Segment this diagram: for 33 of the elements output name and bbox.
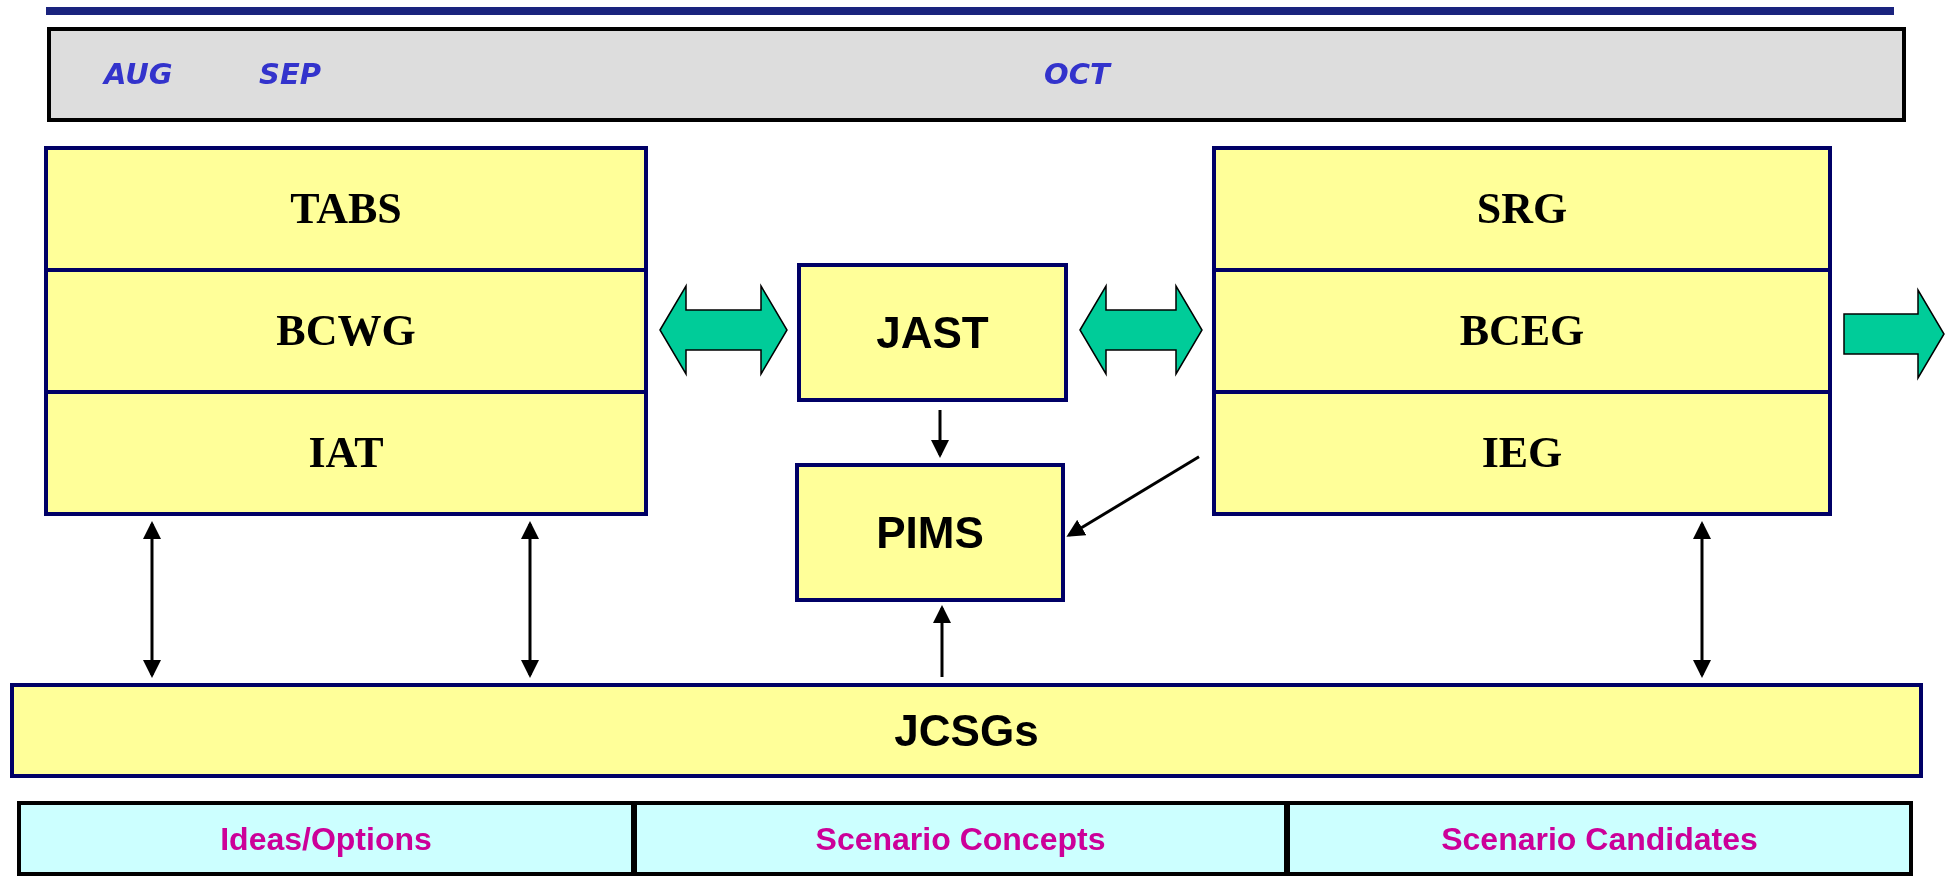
timeline-band	[47, 27, 1906, 122]
month-label: SEP	[259, 56, 321, 93]
month-label: AUG	[104, 56, 173, 93]
phase-cell	[1286, 801, 1913, 876]
phase-label: Scenario Candidates	[1441, 819, 1758, 859]
block-arrow	[659, 283, 788, 377]
block-arrow	[1843, 287, 1945, 381]
arrow	[143, 521, 161, 678]
stage-label: IAT	[308, 427, 384, 479]
group-box	[1212, 146, 1832, 516]
process-label: PIMS	[876, 506, 984, 559]
process-label: JCSGs	[894, 704, 1039, 757]
group-box	[44, 146, 648, 516]
phase-cell	[633, 801, 1288, 876]
process-box	[797, 263, 1068, 402]
phase-label: Scenario Concepts	[815, 819, 1106, 859]
process-box	[10, 683, 1923, 778]
process-label: JAST	[876, 306, 989, 359]
arrow	[931, 410, 949, 458]
stage-label: BCWG	[276, 305, 416, 357]
stage-label: SRG	[1476, 183, 1568, 235]
process-box	[795, 463, 1065, 602]
arrow	[1693, 521, 1711, 678]
phase-label: Ideas/Options	[220, 819, 432, 859]
month-label: OCT	[1044, 56, 1110, 93]
phase-cell	[17, 801, 635, 876]
stage-label: TABS	[290, 183, 402, 235]
arrow	[933, 605, 951, 677]
arrow	[521, 521, 539, 678]
stage-label: BCEG	[1459, 305, 1585, 357]
arrow	[1066, 455, 1200, 537]
stage-label: IEG	[1481, 427, 1563, 479]
block-arrow	[1079, 283, 1203, 377]
